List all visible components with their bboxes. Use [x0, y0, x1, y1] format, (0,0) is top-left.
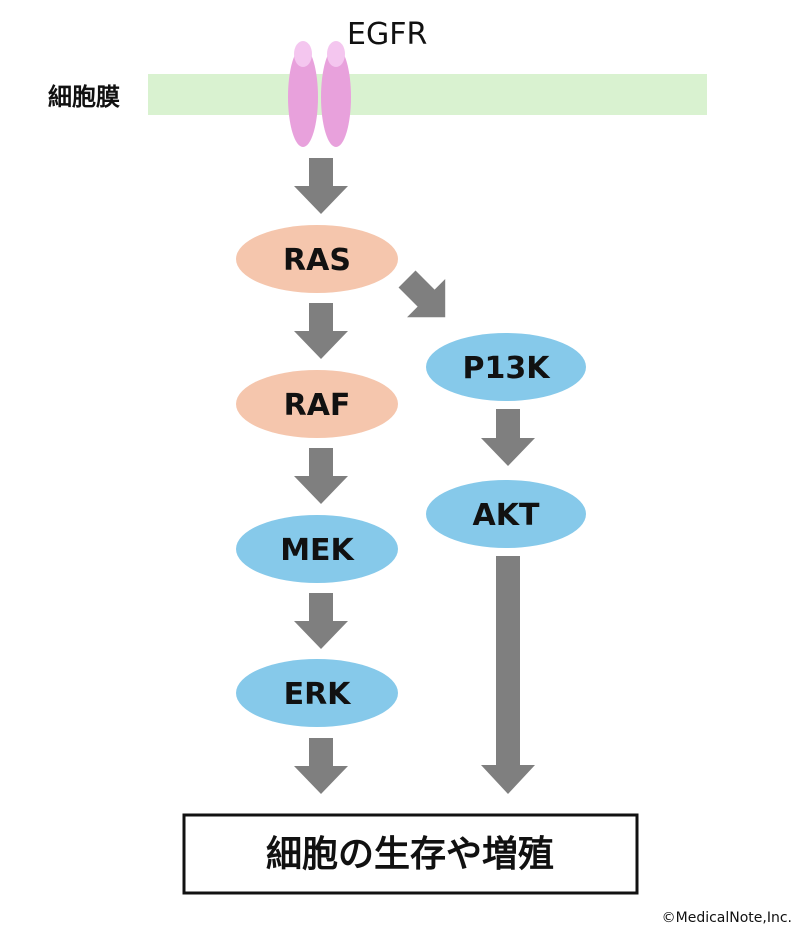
- node-raf-shape: [236, 370, 398, 438]
- node-pi3k: P13K: [426, 333, 586, 401]
- arrow-raf-to-mek: [294, 448, 348, 504]
- node-akt: AKT: [426, 480, 586, 548]
- node-pi3k-label: P13K: [463, 351, 552, 386]
- node-ras-label: RAS: [283, 243, 351, 278]
- node-mek: MEK: [236, 515, 398, 583]
- node-mek-shape: [236, 515, 398, 583]
- node-pi3k-shape: [426, 333, 586, 401]
- node-mek-label: MEK: [280, 533, 355, 568]
- node-akt-shape: [426, 480, 586, 548]
- node-raf: RAF: [236, 370, 398, 438]
- arrow-akt-to-outcome: [481, 556, 535, 794]
- node-erk-shape: [236, 659, 398, 727]
- arrow-egfr-to-ras: [294, 158, 348, 214]
- arrow-pi3k-to-akt: [481, 409, 535, 466]
- node-erk-label: ERK: [284, 677, 353, 712]
- node-raf-label: RAF: [284, 388, 351, 423]
- receptor-left-lobe: [288, 47, 318, 147]
- credit-text: ©MedicalNote,Inc.: [662, 910, 792, 926]
- arrow-erk-to-outcome: [294, 738, 348, 794]
- arrow-mek-to-erk: [294, 593, 348, 649]
- receptor-right-tip: [327, 41, 345, 67]
- receptor-left-tip: [294, 41, 312, 67]
- arrow-ras-to-raf: [294, 303, 348, 359]
- outcome-label: 細胞の生存や増殖: [266, 834, 554, 875]
- outcome-box: 細胞の生存や増殖: [182, 813, 639, 895]
- cell-membrane: [148, 74, 707, 115]
- arrow-ras-to-pi3k: [398, 270, 446, 318]
- outcome-box-frame: [182, 813, 639, 895]
- node-erk: ERK: [236, 659, 398, 727]
- receptor-right-lobe: [321, 47, 351, 147]
- egfr-receptor: [288, 41, 351, 147]
- membrane-label: 細胞膜: [48, 83, 120, 111]
- egfr-label: EGFR: [347, 17, 427, 52]
- node-akt-label: AKT: [473, 498, 540, 533]
- node-ras-shape: [236, 225, 398, 293]
- node-ras: RAS: [236, 225, 398, 293]
